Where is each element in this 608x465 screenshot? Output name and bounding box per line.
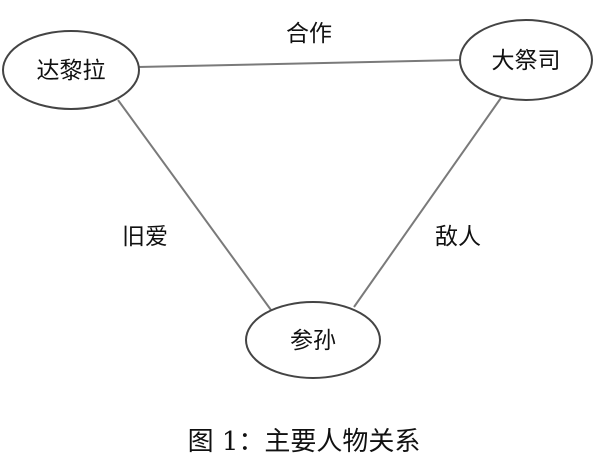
node-priest: 大祭司 (459, 19, 593, 101)
edge-priest-samson (353, 94, 504, 308)
node-label-dalila: 达黎拉 (37, 58, 106, 84)
edge-dalila-priest (137, 59, 462, 68)
edge-dalila-samson (117, 99, 272, 311)
edge-label-enemy: 敌人 (435, 224, 481, 250)
node-label-samson: 参孙 (290, 328, 336, 354)
edge-label-old-love: 旧爱 (122, 224, 168, 250)
edge-label-cooperation: 合作 (286, 21, 332, 47)
node-dalila: 达黎拉 (2, 30, 140, 110)
node-samson: 参孙 (245, 301, 381, 379)
node-label-priest: 大祭司 (492, 48, 561, 74)
figure-caption: 图 1：主要人物关系 (188, 427, 421, 457)
